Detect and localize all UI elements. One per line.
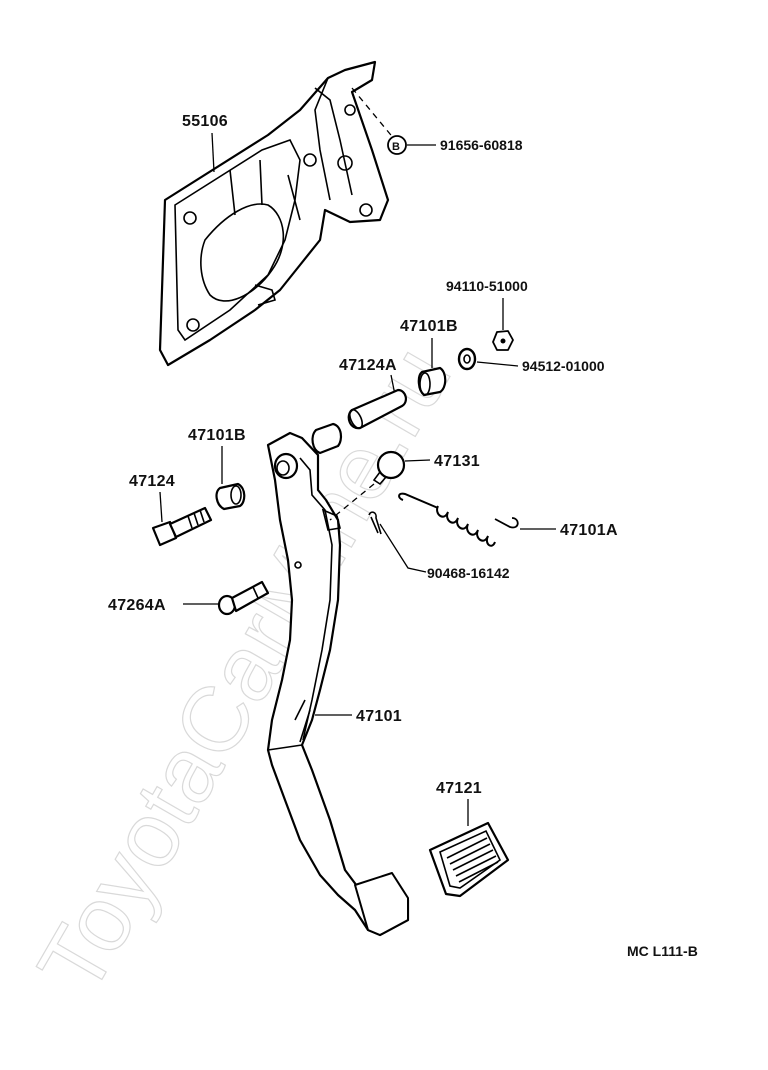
label-55106: 55106 bbox=[182, 113, 228, 130]
return-spring[interactable] bbox=[398, 492, 519, 547]
bolt-marking: B bbox=[392, 141, 400, 153]
washer-icon[interactable] bbox=[457, 347, 477, 371]
label-47124A: 47124A bbox=[339, 357, 397, 374]
label-94110-51000: 94110-51000 bbox=[446, 278, 528, 294]
cushion-stopper[interactable] bbox=[372, 450, 406, 486]
cotter-pin[interactable] bbox=[368, 511, 382, 535]
label-47101B-right: 47101B bbox=[400, 318, 458, 335]
label-94512-01000: 94512-01000 bbox=[522, 358, 605, 374]
collar-sleeve[interactable] bbox=[347, 388, 408, 430]
label-47264A: 47264A bbox=[108, 597, 166, 614]
pedal-foot bbox=[354, 872, 409, 936]
nut-icon[interactable] bbox=[492, 330, 514, 351]
label-47101A: 47101A bbox=[560, 522, 618, 539]
label-91656-60818: 91656-60818 bbox=[440, 137, 523, 153]
bracket-bolt-icon[interactable]: B bbox=[387, 135, 407, 155]
label-47101B-left: 47101B bbox=[188, 427, 246, 444]
label-90468-16142: 90468-16142 bbox=[427, 565, 510, 581]
pivot-shaft[interactable] bbox=[311, 422, 343, 455]
pedal-arm[interactable] bbox=[266, 431, 410, 937]
label-47131: 47131 bbox=[434, 453, 480, 470]
label-47101: 47101 bbox=[356, 708, 402, 725]
label-47121: 47121 bbox=[436, 780, 482, 797]
diagram-code: MC L111-B bbox=[627, 943, 698, 959]
pedal-bracket[interactable] bbox=[158, 60, 390, 367]
bushing-right-icon[interactable] bbox=[417, 366, 447, 397]
label-47124: 47124 bbox=[129, 473, 175, 490]
pivot-bolt[interactable] bbox=[151, 506, 213, 547]
clevis-pin[interactable] bbox=[217, 580, 270, 616]
bushing-left-icon[interactable] bbox=[215, 482, 246, 511]
pedal-pad[interactable] bbox=[428, 821, 510, 898]
